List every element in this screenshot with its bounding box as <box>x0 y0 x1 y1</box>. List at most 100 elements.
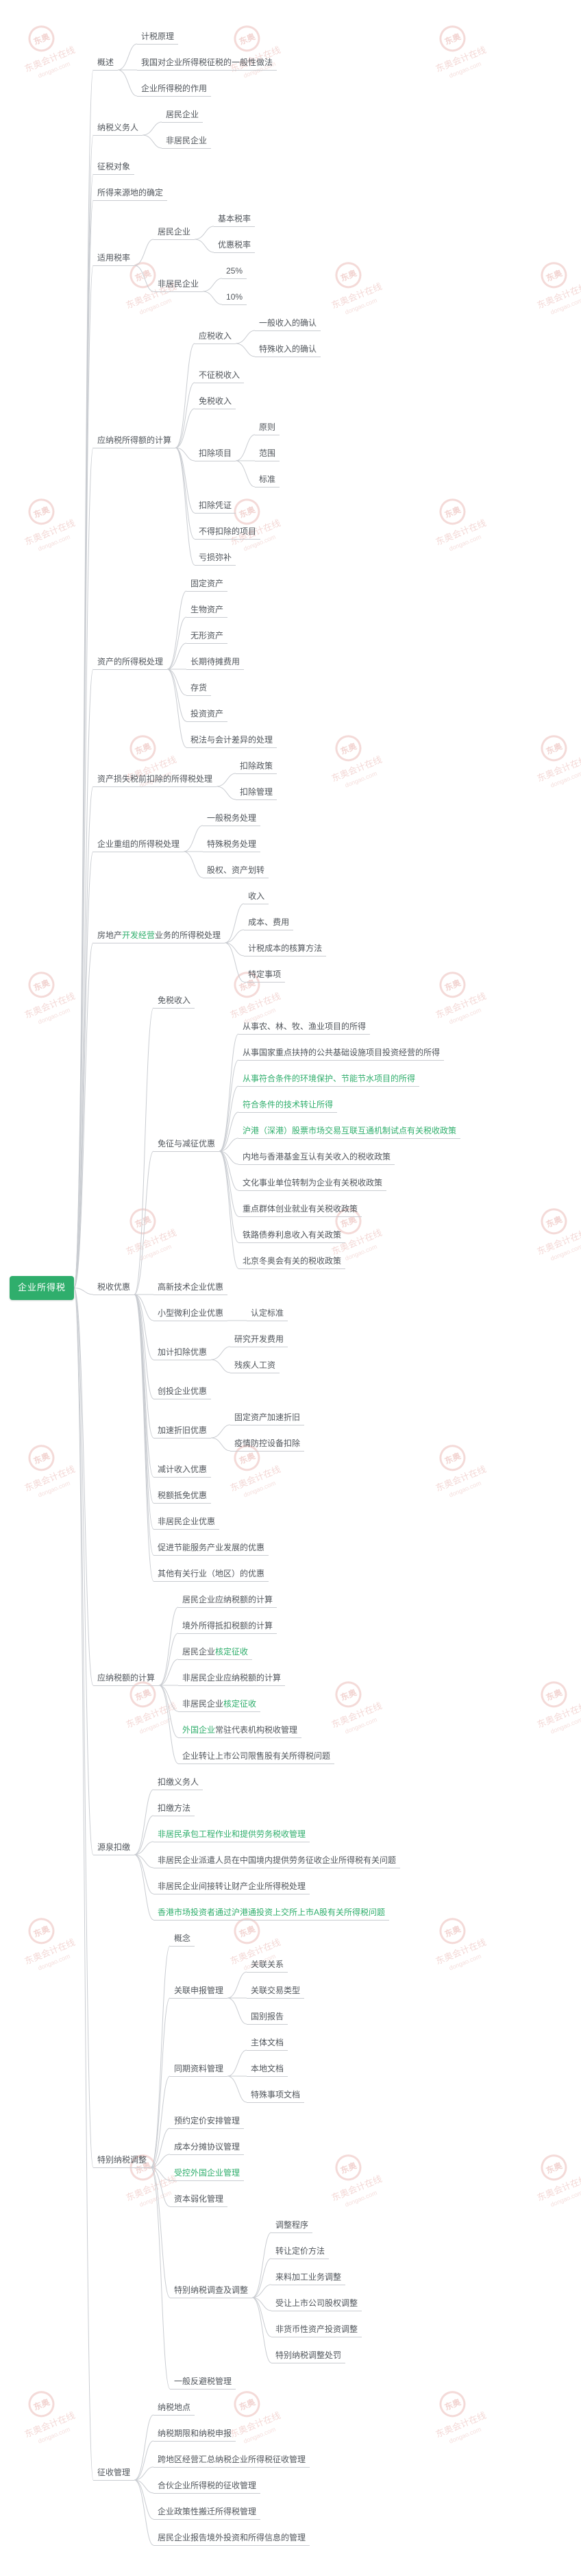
mindmap-node[interactable]: 疫情防控设备扣除 <box>230 1437 305 1452</box>
mindmap-node[interactable]: 长期待摊费用 <box>186 655 245 670</box>
mindmap-node[interactable]: 预约定价安排管理 <box>170 2115 245 2129</box>
mindmap-node[interactable]: 特殊收入的确认 <box>255 343 321 357</box>
mindmap-node[interactable]: 铁路债券利息收入有关政策 <box>238 1229 346 1243</box>
mindmap-node[interactable]: 征收管理 <box>93 2466 135 2481</box>
mindmap-node[interactable]: 股权、资产划转 <box>203 864 269 878</box>
mindmap-node[interactable]: 特殊事项文档 <box>247 2089 305 2103</box>
mindmap-node[interactable]: 所得来源地的确定 <box>93 186 168 201</box>
mindmap-node[interactable]: 从事国家重点扶持的公共基础设施项目投资经营的所得 <box>238 1046 445 1061</box>
mindmap-node[interactable]: 文化事业单位转制为企业有关税收政策 <box>238 1177 387 1191</box>
mindmap-node[interactable]: 征税对象 <box>93 160 135 175</box>
mindmap-node[interactable]: 重点群体创业就业有关税收政策 <box>238 1203 362 1217</box>
mindmap-node[interactable]: 扣缴义务人 <box>153 1776 203 1790</box>
mindmap-node[interactable]: 关联交易类型 <box>247 1984 305 1999</box>
mindmap-node[interactable]: 企业所得税的作用 <box>137 82 212 97</box>
mindmap-node[interactable]: 促进节能服务产业发展的优惠 <box>153 1541 269 1556</box>
mindmap-node[interactable]: 应纳税额的计算 <box>93 1672 160 1686</box>
mindmap-node[interactable]: 加计扣除优惠 <box>153 1346 212 1360</box>
mindmap-node[interactable]: 扣除项目 <box>195 447 236 461</box>
mindmap-node[interactable]: 一般反避税管理 <box>170 2375 236 2390</box>
mindmap-node[interactable]: 税收优惠 <box>93 1281 135 1295</box>
mindmap-node[interactable]: 成本分摊协议管理 <box>170 2141 245 2155</box>
mindmap-node[interactable]: 源泉扣缴 <box>93 1841 135 1855</box>
mindmap-node[interactable]: 我国对企业所得税征税的一般性做法 <box>137 56 277 71</box>
mindmap-node[interactable]: 资本弱化管理 <box>170 2193 228 2207</box>
mindmap-node[interactable]: 居民企业应纳税额的计算 <box>178 1593 277 1608</box>
mindmap-node[interactable]: 特殊税务处理 <box>203 838 261 852</box>
mindmap-node[interactable]: 内地与香港基金互认有关收入的税收政策 <box>238 1151 395 1165</box>
mindmap-node[interactable]: 扣除政策 <box>236 760 277 774</box>
mindmap-node[interactable]: 居民企业 <box>162 108 203 123</box>
mindmap-node[interactable]: 跨地区经营汇总纳税企业所得税征收管理 <box>153 2453 310 2468</box>
mindmap-node[interactable]: 减计收入优惠 <box>153 1463 212 1478</box>
mindmap-node[interactable]: 残疾人工资 <box>230 1359 280 1373</box>
mindmap-node[interactable]: 认定标准 <box>247 1307 288 1321</box>
mindmap-node[interactable]: 非居民承包工程作业和提供劳务税收管理 <box>153 1828 310 1842</box>
mindmap-node[interactable]: 合伙企业所得税的征收管理 <box>153 2479 261 2494</box>
mindmap-node[interactable]: 境外所得抵扣税额的计算 <box>178 1620 277 1634</box>
mindmap-node[interactable]: 优惠税率 <box>214 239 256 253</box>
mindmap-node[interactable]: 收入 <box>244 890 269 904</box>
mindmap-node[interactable]: 特定事项 <box>244 968 286 983</box>
mindmap-node[interactable]: 资产的所得税处理 <box>93 655 168 670</box>
mindmap-node[interactable]: 固定资产 <box>186 577 228 592</box>
mindmap-node[interactable]: 纳税期限和纳税申报 <box>153 2427 236 2442</box>
mindmap-node[interactable]: 符合条件的技术转让所得 <box>238 1098 338 1113</box>
mindmap-node[interactable]: 从事农、林、牧、渔业项目的所得 <box>238 1020 371 1035</box>
mindmap-node[interactable]: 北京冬奥会有关的税收政策 <box>238 1255 346 1269</box>
mindmap-node[interactable]: 25% <box>222 265 247 279</box>
mindmap-node[interactable]: 主体文档 <box>247 2036 288 2051</box>
mindmap-node[interactable]: 特别纳税调整 <box>93 2154 151 2168</box>
mindmap-node[interactable]: 存货 <box>186 682 212 696</box>
mindmap-node[interactable]: 标准 <box>255 473 280 487</box>
mindmap-node[interactable]: 应税收入 <box>195 330 236 344</box>
mindmap-node[interactable]: 免税收入 <box>153 994 195 1009</box>
mindmap-node[interactable]: 不得扣除的项目 <box>195 525 261 540</box>
mindmap-node[interactable]: 资产损失税前扣除的所得税处理 <box>93 773 217 787</box>
mindmap-node[interactable]: 范围 <box>255 447 280 461</box>
mindmap-node[interactable]: 企业转让上市公司限售股有关所得税问题 <box>178 1750 335 1764</box>
mindmap-node[interactable]: 非居民企业优惠 <box>153 1515 220 1530</box>
mindmap-node[interactable]: 居民企业报告境外投资和所得信息的管理 <box>153 2531 310 2546</box>
mindmap-node[interactable]: 企业重组的所得税处理 <box>93 838 184 852</box>
mindmap-node[interactable]: 免征与减征优惠 <box>153 1137 220 1152</box>
mindmap-node[interactable]: 计税成本的核算方法 <box>244 942 327 956</box>
mindmap-node[interactable]: 投资资产 <box>186 708 228 722</box>
mindmap-node[interactable]: 概念 <box>170 1932 195 1947</box>
mindmap-node[interactable]: 受让上市公司股权调整 <box>271 2297 362 2311</box>
mindmap-node[interactable]: 一般税务处理 <box>203 812 261 826</box>
mindmap-node[interactable]: 居民企业核定征收 <box>178 1646 253 1660</box>
mindmap-node[interactable]: 居民企业 <box>153 226 195 240</box>
mindmap-node[interactable]: 基本税率 <box>214 213 256 227</box>
mindmap-node[interactable]: 研究开发费用 <box>230 1333 288 1347</box>
mindmap-node[interactable]: 特别纳税调查及调整 <box>170 2284 253 2298</box>
mindmap-node[interactable]: 转让定价方法 <box>271 2245 330 2259</box>
mindmap-node[interactable]: 扣除管理 <box>236 786 277 800</box>
mindmap-node[interactable]: 不征税收入 <box>195 369 245 383</box>
mindmap-node[interactable]: 高新技术企业优惠 <box>153 1281 228 1295</box>
mindmap-node[interactable]: 创投企业优惠 <box>153 1385 212 1399</box>
mindmap-node[interactable]: 纳税地点 <box>153 2401 195 2416</box>
mindmap-node[interactable]: 亏损弥补 <box>195 551 236 566</box>
mindmap-root-node[interactable]: 企业所得税 <box>10 1276 75 1300</box>
mindmap-node[interactable]: 小型微利企业优惠 <box>153 1307 228 1321</box>
mindmap-node[interactable]: 适用税率 <box>93 252 135 266</box>
mindmap-node[interactable]: 关联关系 <box>247 1958 288 1973</box>
mindmap-node[interactable]: 国别报告 <box>247 2010 288 2025</box>
mindmap-node[interactable]: 非居民企业间接转让财产企业所得税处理 <box>153 1880 310 1894</box>
mindmap-node[interactable]: 非货币性资产投资调整 <box>271 2323 362 2337</box>
mindmap-node[interactable]: 非居民企业派遣人员在中国境内提供劳务征收企业所得税有关问题 <box>153 1854 401 1868</box>
mindmap-node[interactable]: 加速折旧优惠 <box>153 1424 212 1439</box>
mindmap-node[interactable]: 本地文档 <box>247 2062 288 2077</box>
mindmap-node[interactable]: 成本、费用 <box>244 916 294 930</box>
mindmap-node[interactable]: 原则 <box>255 421 280 435</box>
mindmap-node[interactable]: 纳税义务人 <box>93 121 143 136</box>
mindmap-node[interactable]: 免税收入 <box>195 395 236 409</box>
mindmap-node[interactable]: 扣除凭证 <box>195 499 236 514</box>
mindmap-node[interactable]: 扣缴方法 <box>153 1802 195 1816</box>
mindmap-node[interactable]: 房地产开发经营业务的所得税处理 <box>93 929 225 943</box>
mindmap-node[interactable]: 非居民企业核定征收 <box>178 1698 261 1712</box>
mindmap-node[interactable]: 生物资产 <box>186 603 228 618</box>
mindmap-node[interactable]: 受控外国企业管理 <box>170 2167 245 2181</box>
mindmap-node[interactable]: 特别纳税调整处罚 <box>271 2349 346 2363</box>
